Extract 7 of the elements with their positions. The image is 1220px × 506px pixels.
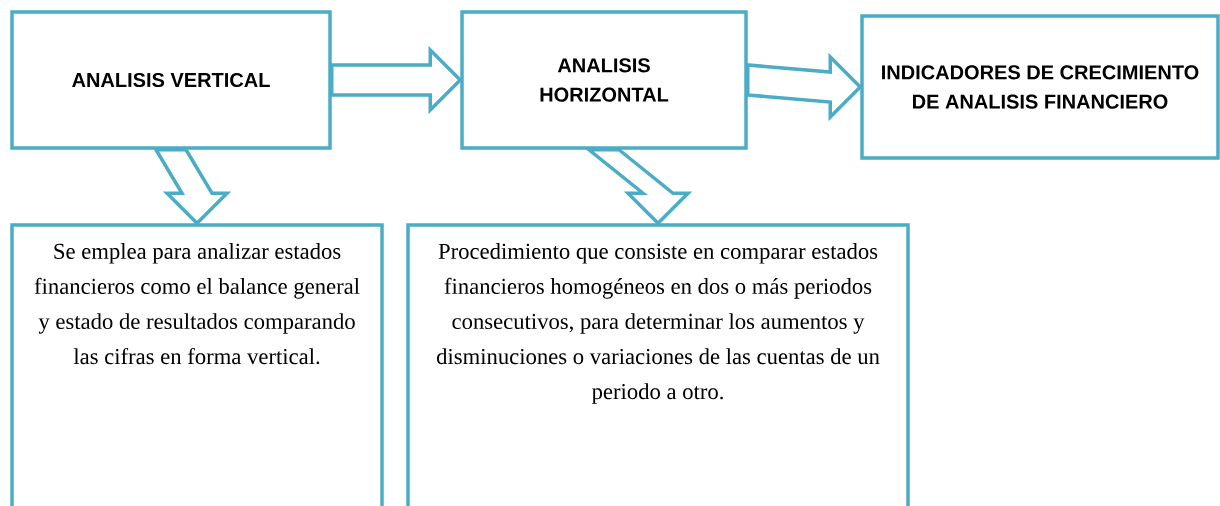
text-box: Procedimiento que consiste en comparar estados financieros homogéneos en dos o más periodos consecutivos, para determinar los aumentos y disminuciones o variaciones de las cuentas de un periodo a otro. (406, 223, 910, 506)
title-box: ANALISIS HORIZONTAL (460, 10, 748, 150)
title-box: ANALISIS VERTICAL (10, 10, 332, 150)
block-arrow (330, 45, 463, 115)
text-box: Se emplea para analizar estados financieros como el balance general y estado de resultados comparando las cifras en forma vertical. (10, 223, 384, 506)
block-arrow (746, 52, 863, 122)
title-box: INDICADORES DE CRECIMIENTO DE ANALISIS FINANCIERO (860, 14, 1220, 160)
